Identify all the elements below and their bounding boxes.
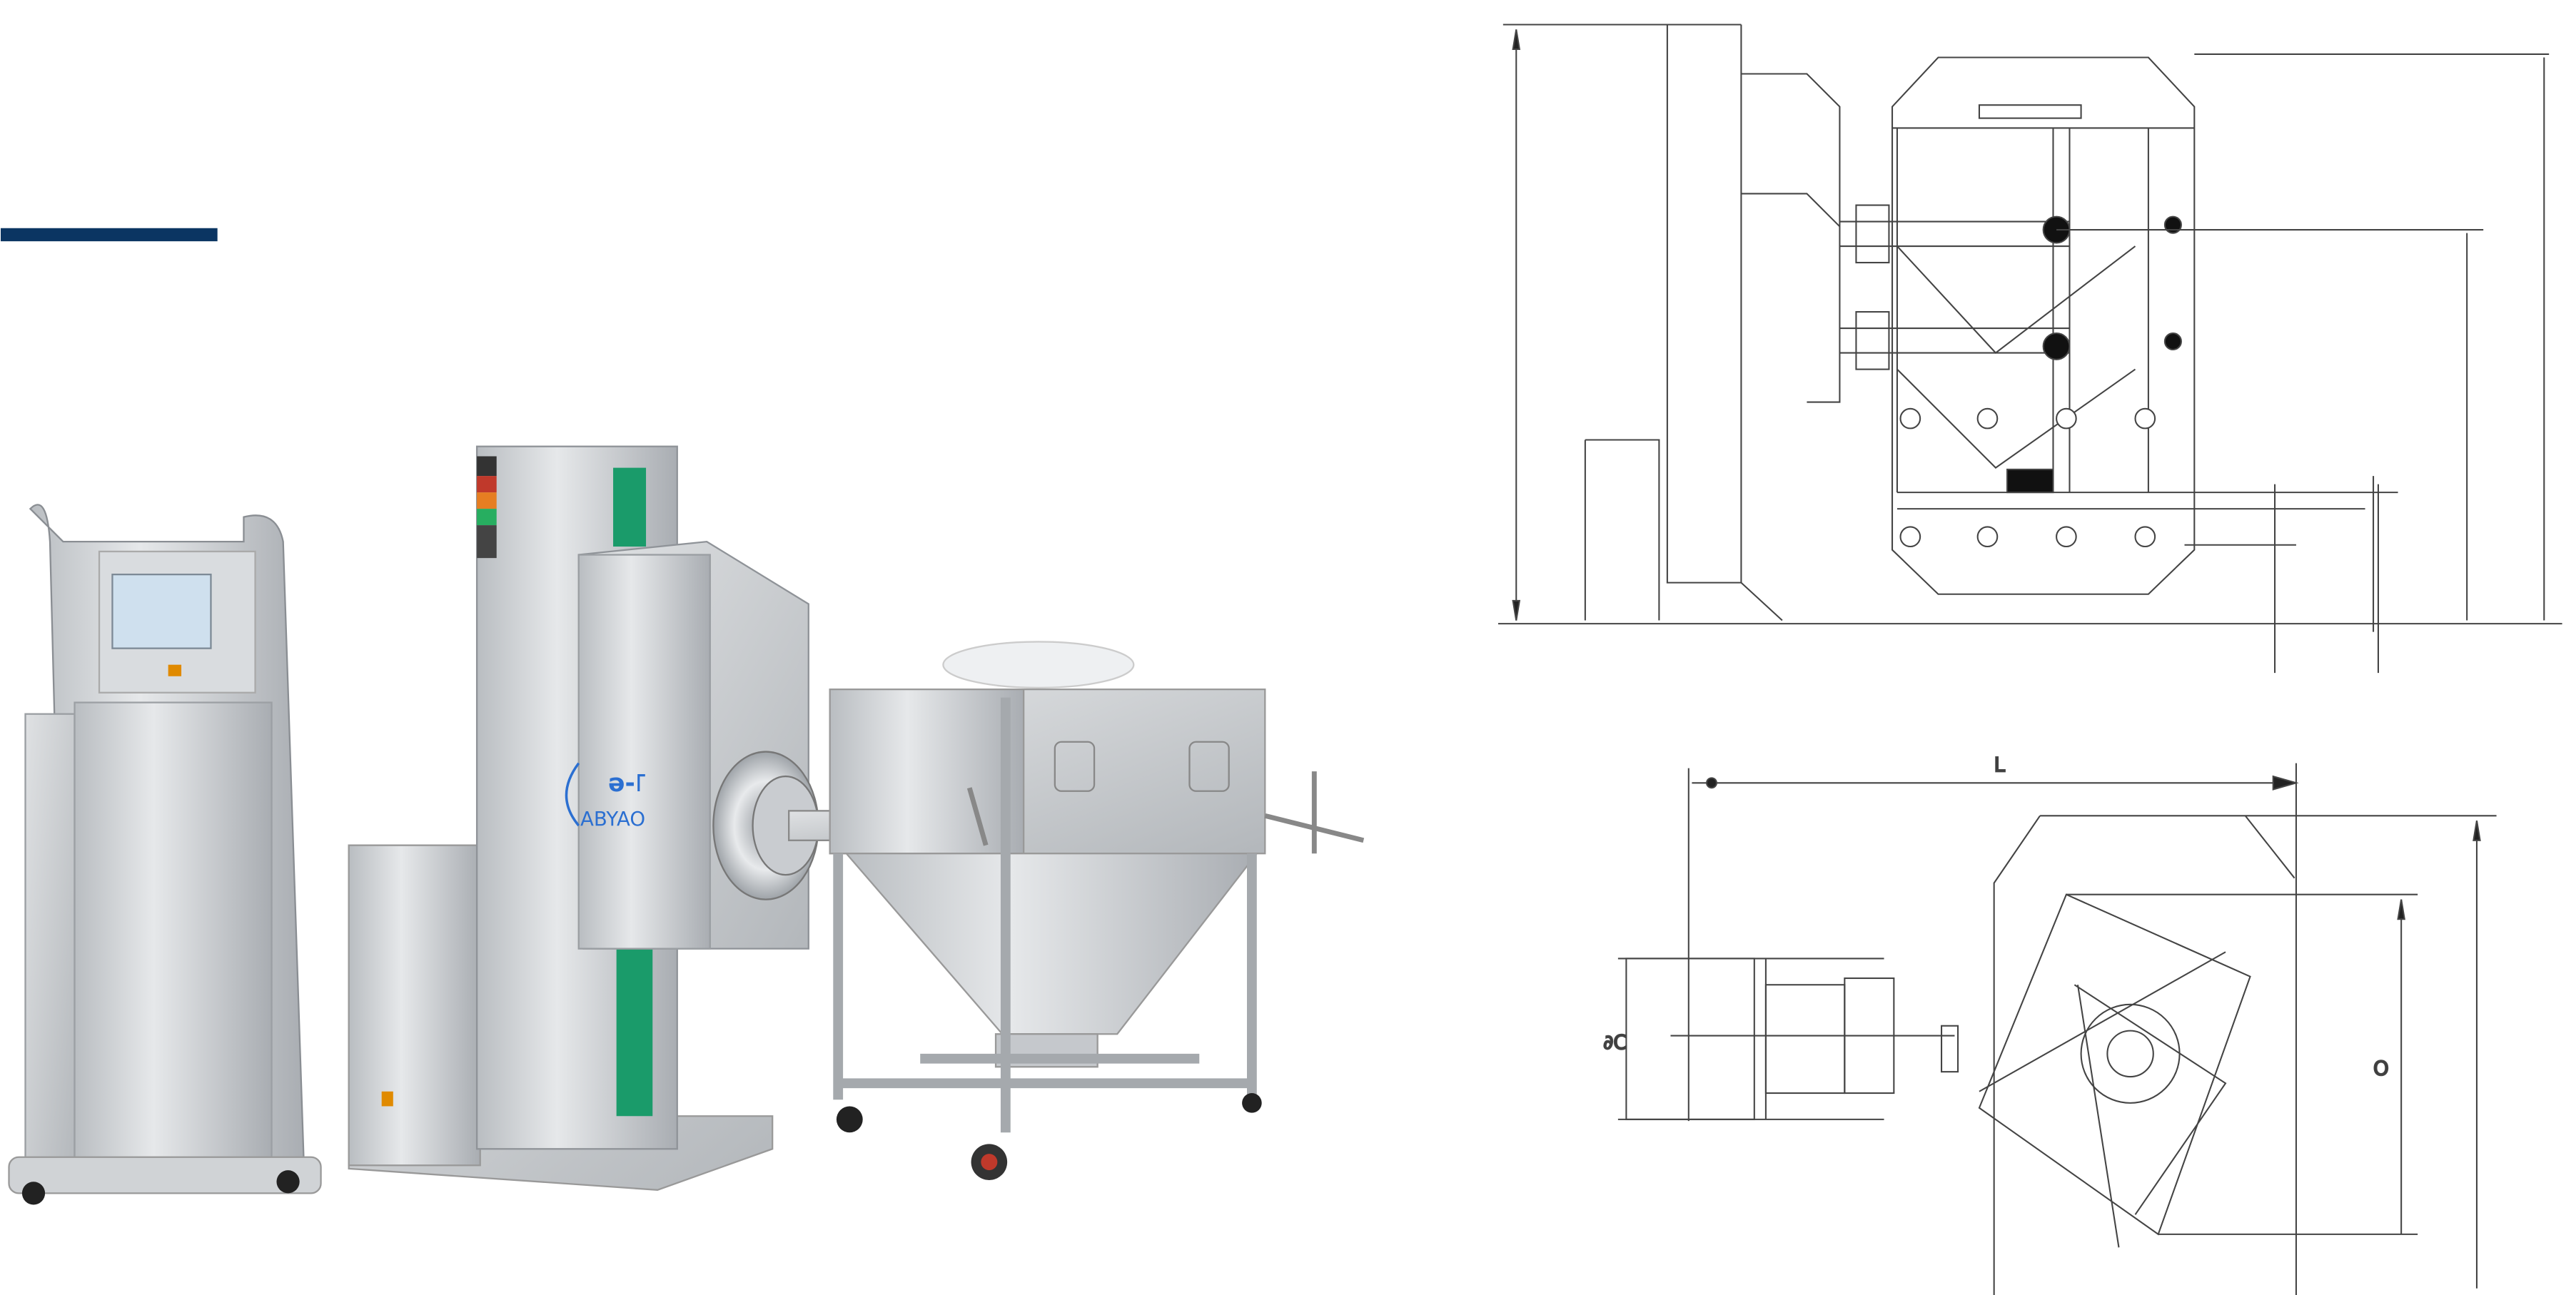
lifting-column: ə-꜒ ABYAO bbox=[348, 445, 809, 1191]
svg-text:ə-꜒: ə-꜒ bbox=[608, 769, 647, 798]
wheel bbox=[1242, 1093, 1262, 1113]
wheel bbox=[21, 1182, 46, 1205]
touch-screen bbox=[111, 573, 212, 649]
dimension-label-diameter: ∂C bbox=[1603, 1030, 1627, 1054]
dimension-label-height: O bbox=[2373, 1057, 2389, 1080]
wheel bbox=[276, 1170, 300, 1194]
green-strip bbox=[616, 948, 653, 1117]
wheel bbox=[836, 1106, 863, 1133]
accent-bar bbox=[1, 228, 218, 242]
green-strip bbox=[613, 467, 647, 547]
logo: ə-꜒ ABYAO bbox=[565, 762, 647, 831]
top-view-drawing: L ∂C O bbox=[1602, 752, 2497, 1295]
dimension-label-length: L bbox=[1994, 753, 2006, 776]
control-cabinet bbox=[8, 504, 322, 1205]
ibc-bin bbox=[829, 641, 1365, 1180]
signal-tower bbox=[477, 456, 497, 477]
svg-text:ABYAO: ABYAO bbox=[580, 807, 645, 831]
side-view-drawing bbox=[1497, 24, 2562, 674]
